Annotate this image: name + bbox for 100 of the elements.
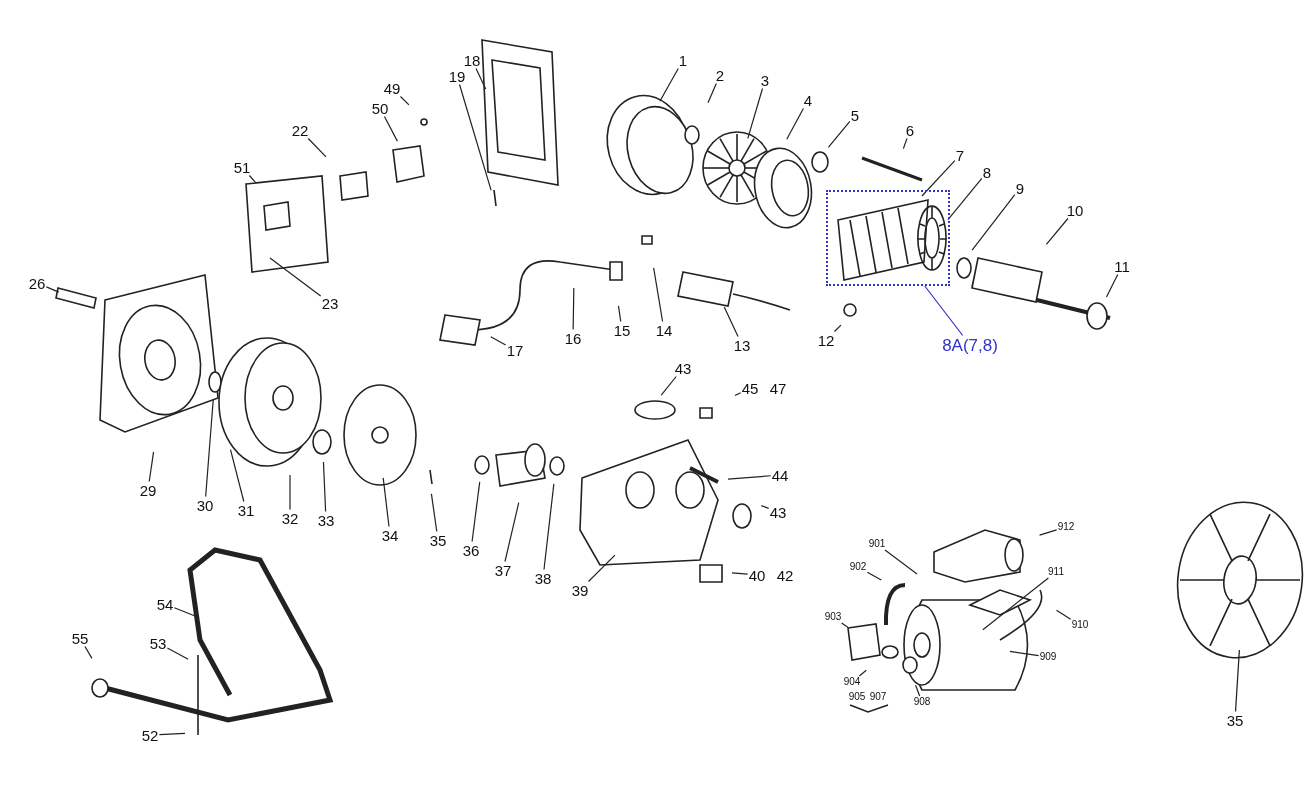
leader-line	[915, 684, 921, 697]
motor-housing-drawing	[834, 196, 930, 282]
leader-line	[322, 461, 327, 513]
leader-line	[902, 137, 908, 150]
leader-line	[841, 622, 849, 628]
leader-line	[84, 645, 93, 659]
leader-line	[707, 82, 717, 104]
leader-line	[731, 572, 749, 575]
callout-number: 12	[816, 331, 836, 349]
callout-number: 36	[461, 541, 481, 559]
leader-line	[747, 87, 764, 139]
callout-number: 7	[954, 146, 966, 164]
callout-number: 901	[867, 538, 887, 550]
leader-line	[971, 194, 1016, 251]
callout-number: 45	[740, 379, 760, 397]
callout-number: 34	[380, 526, 400, 544]
leader-line	[399, 95, 410, 106]
leader-line	[858, 669, 867, 677]
callout-number: 3	[759, 71, 771, 89]
callout-number: 9	[1014, 179, 1026, 197]
leader-line	[1045, 217, 1069, 245]
callout-number: 8A(7,8)	[941, 335, 999, 355]
callout-number: 14	[654, 321, 674, 339]
leader-line	[734, 392, 742, 397]
leader-line	[382, 477, 390, 528]
leader-line	[659, 67, 679, 102]
leader-line	[383, 115, 398, 142]
leader-line	[786, 107, 804, 140]
leader-line	[205, 399, 214, 498]
leader-line	[1038, 529, 1058, 536]
callout-number: 16	[563, 329, 583, 347]
callout-number: 908	[912, 696, 932, 708]
leader-line	[1105, 273, 1119, 298]
callout-number: 910	[1070, 619, 1090, 631]
dotted-outline	[826, 190, 950, 286]
callout-number: 52	[140, 726, 160, 744]
leader-line	[158, 732, 186, 736]
callout-number: 44	[770, 466, 790, 484]
leader-line	[653, 267, 664, 323]
leader-line	[866, 571, 882, 581]
leader-line	[833, 324, 842, 333]
leader-line	[173, 607, 197, 617]
callout-number: 1	[677, 51, 689, 69]
callout-number: 10	[1065, 201, 1085, 219]
callout-number: 29	[138, 481, 158, 499]
callout-number: 11	[1113, 257, 1131, 275]
callout-number: 47	[768, 379, 788, 397]
leader-line	[490, 336, 507, 346]
callout-number: 23	[320, 294, 340, 312]
callout-number: 909	[1038, 651, 1058, 663]
callout-number: 17	[505, 341, 525, 359]
callout-number: 5	[849, 106, 861, 124]
leader-line	[504, 502, 520, 563]
callout-number: 22	[290, 121, 310, 139]
leader-line	[947, 177, 983, 221]
callout-number: 37	[493, 561, 513, 579]
callout-number: 39	[570, 581, 590, 599]
callout-number: 35	[1225, 711, 1245, 729]
callout-number: 13	[732, 336, 752, 354]
callout-number: 30	[195, 496, 215, 514]
callout-number: 53	[148, 634, 168, 652]
leader-line	[572, 287, 575, 331]
callout-number: 912	[1056, 521, 1076, 533]
leader-line	[471, 481, 481, 543]
callout-number: 904	[842, 676, 862, 688]
callout-number: 907	[868, 691, 888, 703]
callout-number: 51	[232, 158, 252, 176]
leader-line	[229, 449, 245, 503]
callout-number: 902	[848, 561, 868, 573]
leader-line	[924, 285, 964, 337]
callout-number: 42	[775, 566, 795, 584]
callout-number: 19	[447, 67, 467, 85]
leader-line	[289, 474, 291, 511]
callout-number: 4	[802, 91, 814, 109]
leader-line	[1234, 649, 1240, 713]
callout-number: 35	[428, 531, 448, 549]
leader-line	[827, 120, 851, 148]
callout-number: 8	[981, 163, 993, 181]
leader-line	[727, 475, 772, 480]
leader-line	[760, 505, 770, 509]
leader-line	[45, 286, 60, 293]
leader-line	[475, 67, 487, 90]
leader-line	[660, 375, 677, 396]
callout-number: 31	[236, 501, 256, 519]
leader-line	[269, 257, 322, 297]
callout-number: 911	[1047, 566, 1065, 578]
leader-line	[1009, 650, 1040, 657]
leader-line	[884, 549, 918, 575]
leader-line	[1055, 609, 1072, 620]
leader-line	[921, 159, 956, 197]
leader-line	[430, 493, 438, 533]
callout-number: 6	[904, 121, 916, 139]
callout-number: 43	[673, 359, 693, 377]
leader-line	[166, 647, 189, 660]
callout-number: 2	[714, 66, 726, 84]
leader-line	[458, 83, 492, 191]
callout-number: 905	[847, 691, 867, 703]
stator-ring-drawing	[916, 204, 948, 274]
leader-line	[587, 554, 616, 583]
callout-number: 33	[316, 511, 336, 529]
